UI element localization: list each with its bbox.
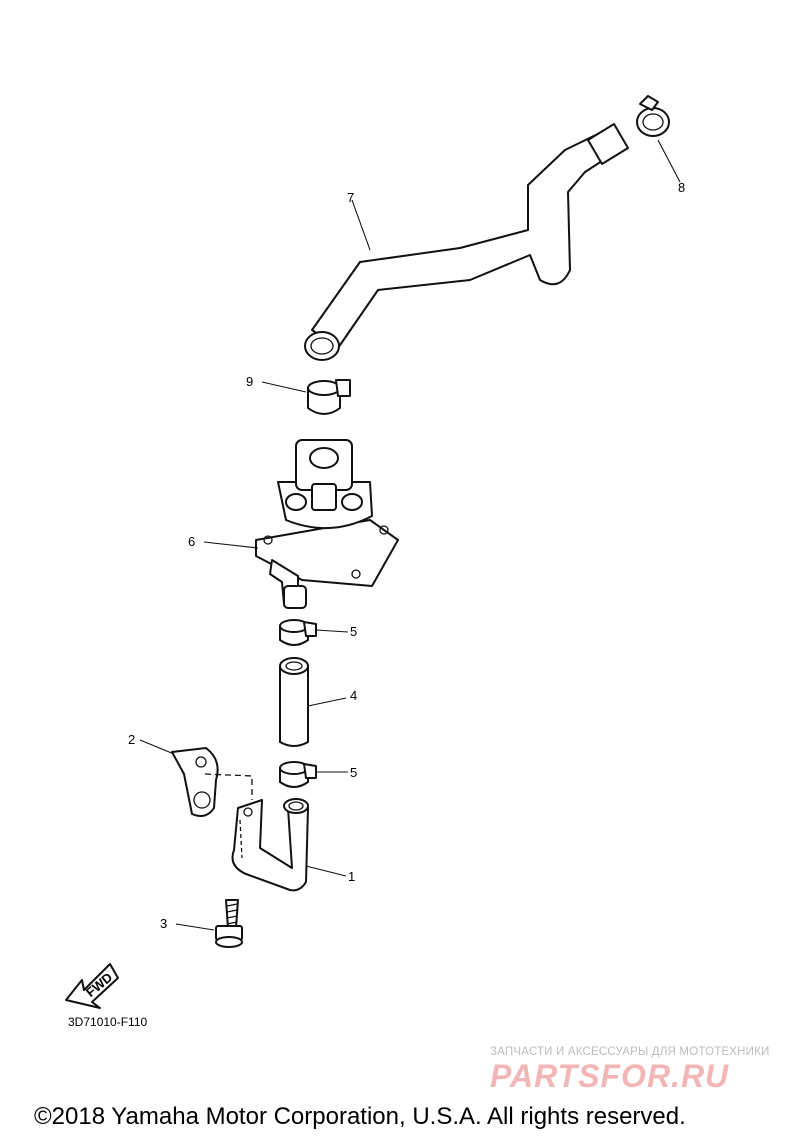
copyright-notice: ©2018 Yamaha Motor Corporation, U.S.A. A… (34, 1103, 686, 1130)
fwd-arrow-icon: FWD (65, 963, 119, 1009)
callout-2[interactable]: 2 (128, 732, 135, 747)
pipe-part-1[interactable] (231, 798, 309, 892)
clamp-part-8[interactable] (636, 95, 670, 137)
callout-8[interactable]: 8 (678, 180, 685, 195)
clamp-part-9[interactable] (307, 379, 351, 415)
callout-5-lower[interactable]: 5 (350, 765, 357, 780)
watermark-logo: PARTSFOR.RU (490, 1058, 730, 1094)
callout-4[interactable]: 4 (350, 688, 357, 703)
callout-5-upper[interactable]: 5 (350, 624, 357, 639)
clamp-part-5-lower[interactable] (279, 761, 317, 788)
bolt-part-3[interactable] (215, 899, 243, 948)
callout-3[interactable]: 3 (160, 916, 167, 931)
hose-part-4[interactable] (279, 657, 309, 747)
callout-leaders (139, 139, 681, 931)
callout-1[interactable]: 1 (348, 869, 355, 884)
clamp-part-5-upper[interactable] (279, 619, 317, 646)
gasket-part-2[interactable] (171, 747, 253, 817)
hose-part-7[interactable] (304, 123, 629, 361)
air-cut-valve-part-6[interactable] (255, 439, 399, 609)
diagram-code: 3D71010-F110 (68, 1015, 148, 1029)
watermark-tagline: ЗАПЧАСТИ И АКСЕССУАРЫ ДЛЯ МОТОТЕХНИКИ (490, 1046, 770, 1058)
callout-6[interactable]: 6 (188, 534, 195, 549)
callout-9[interactable]: 9 (246, 374, 253, 389)
callout-7[interactable]: 7 (347, 190, 354, 205)
